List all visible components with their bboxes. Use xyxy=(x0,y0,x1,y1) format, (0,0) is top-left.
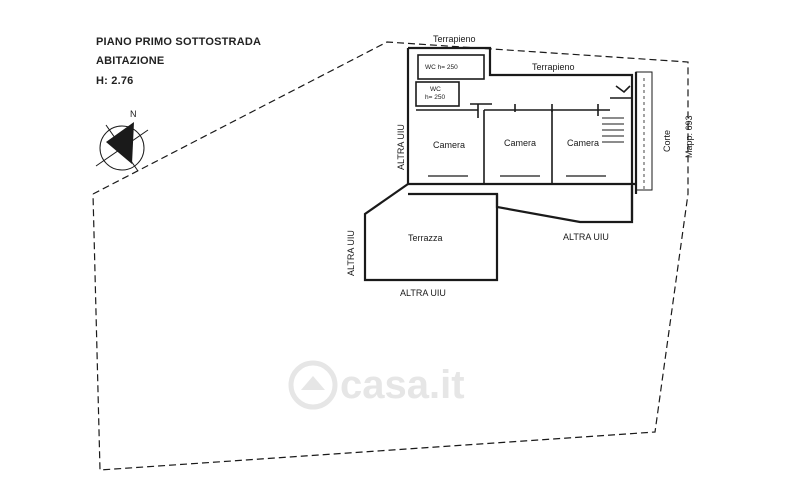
altra-uiu-terrace-left-label: ALTRA UIU xyxy=(346,230,356,276)
altra-uiu-bottom-label: ALTRA UIU xyxy=(400,288,446,298)
camera-2-label: Camera xyxy=(504,138,536,148)
mapp-label: Mapp. 693 xyxy=(684,115,694,158)
property-boundary xyxy=(92,41,689,471)
watermark: casa.it xyxy=(288,360,465,410)
north-arrow-icon: N xyxy=(95,109,149,172)
house-logo-icon xyxy=(288,360,338,410)
watermark-text: casa.it xyxy=(340,363,465,407)
plan-height: H: 2.76 xyxy=(96,75,134,87)
interior-walls xyxy=(415,54,632,184)
corte-label: Corte xyxy=(662,130,672,152)
plan-subtitle: ABITAZIONE xyxy=(96,55,165,67)
north-label: N xyxy=(130,109,137,119)
stairs xyxy=(602,117,624,143)
altra-uiu-right-label: ALTRA UIU xyxy=(563,232,609,242)
wc1-label: WC h= 250 xyxy=(425,64,458,71)
terrapieno-right-label: Terrapieno xyxy=(532,62,575,72)
wc2-name: WC xyxy=(430,86,441,93)
camera-1-label: Camera xyxy=(433,140,465,150)
camera-3-label: Camera xyxy=(567,138,599,148)
terrazza-label: Terrazza xyxy=(408,233,443,243)
plan-title: PIANO PRIMO SOTTOSTRADA xyxy=(96,36,262,48)
wc2-height: h= 250 xyxy=(425,94,445,101)
terrapieno-top-label: Terrapieno xyxy=(433,34,476,44)
altra-uiu-left-label: ALTRA UIU xyxy=(396,124,406,170)
corte-area xyxy=(635,71,653,191)
